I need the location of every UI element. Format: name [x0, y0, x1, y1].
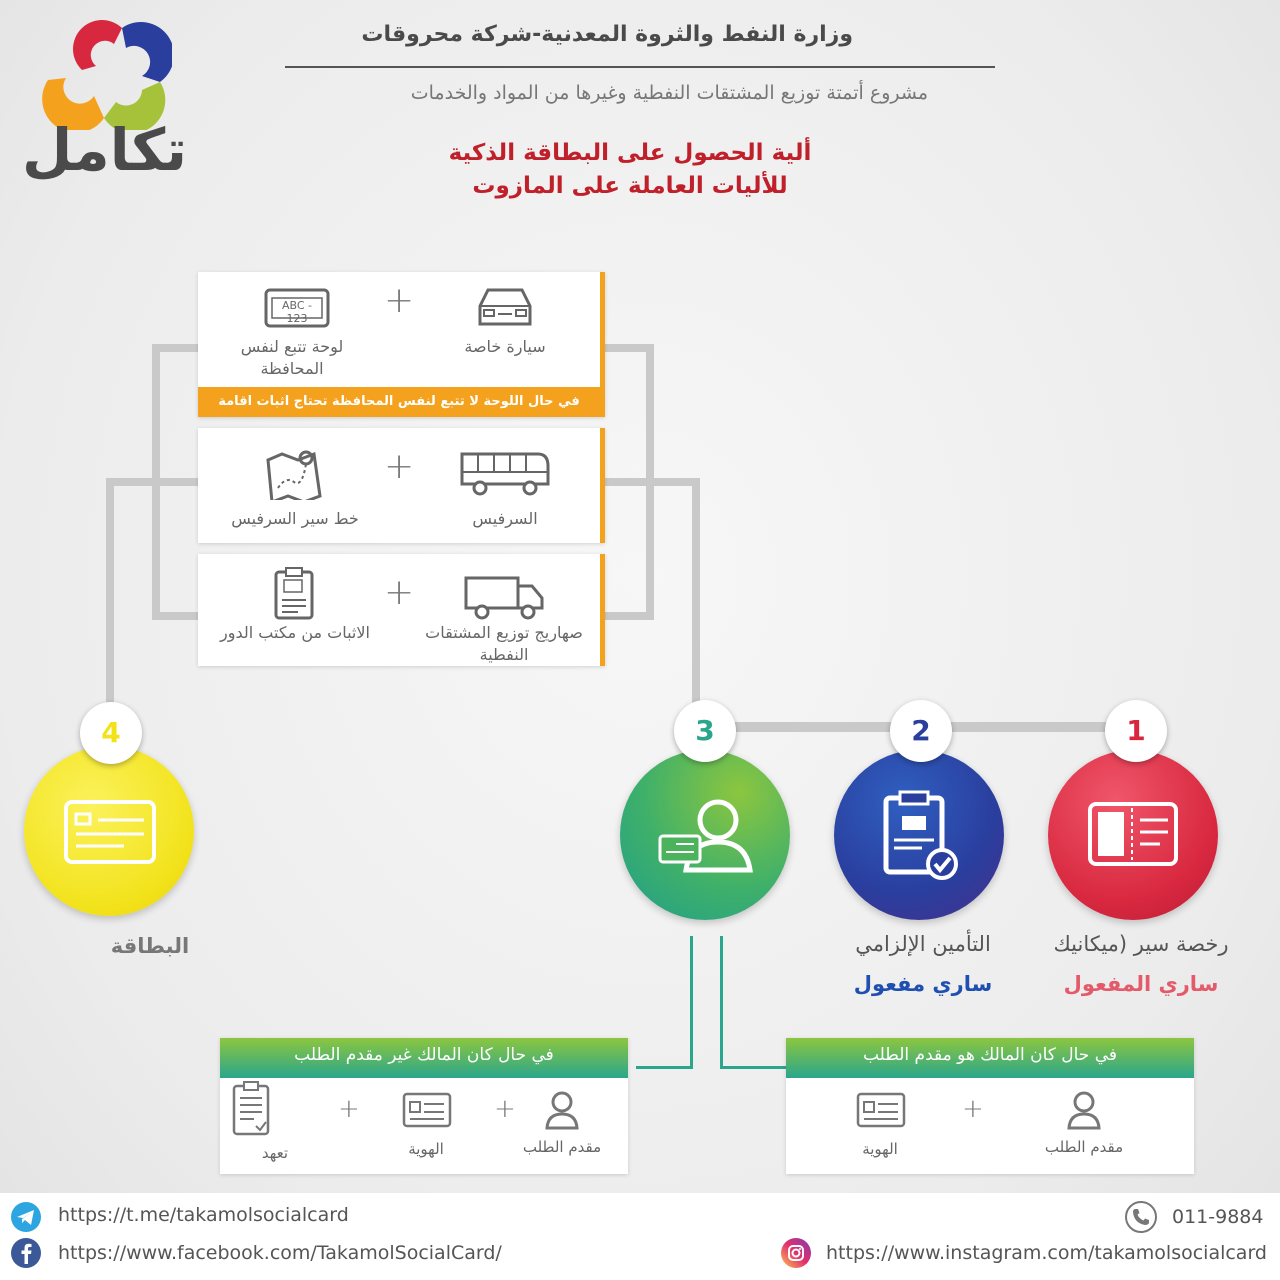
connector — [106, 478, 114, 708]
clipboard-document-icon — [274, 567, 314, 620]
office-proof-label: الاثبات من مكتب الدور — [220, 623, 370, 642]
user-icon — [545, 1091, 579, 1130]
project-subtitle: مشروع أتمتة توزيع المشتقات النفطية وغيره… — [410, 82, 928, 104]
id-card-icon — [856, 1092, 906, 1128]
tanker-card — [198, 554, 605, 666]
plate-same-governorate-label: لوحة تتبع لنفس المحافظة — [240, 337, 344, 378]
connector — [106, 478, 198, 486]
owner-is-applicant-title: في حال كان المالك هو مقدم الطلب — [786, 1038, 1194, 1078]
plus-sign: + — [494, 1094, 516, 1124]
logo-text: تكامل — [22, 116, 187, 184]
connector — [604, 478, 700, 486]
step-2-label: التأمين الإلزامي — [855, 932, 991, 956]
connector — [690, 936, 693, 1068]
route-map-icon — [266, 450, 322, 500]
ministry-title: وزارة النفط والثروة المعدنية-شركة محروقا… — [361, 22, 853, 47]
id-label: الهوية — [408, 1140, 444, 1158]
insurance-document-icon — [883, 790, 958, 880]
instagram-link[interactable]: https://www.instagram.com/takamolsocialc… — [826, 1242, 1267, 1264]
step-1-circle — [1048, 750, 1218, 920]
step-2-validity: ساري مفعول — [853, 972, 993, 996]
residence-proof-note: في حال اللوحة لا تتبع لنفس المحافظة تحتا… — [198, 387, 600, 417]
step-3-badge: 3 — [674, 700, 736, 762]
phone-icon — [1125, 1201, 1157, 1233]
main-title-line2: للأليات العاملة على المازوت — [472, 173, 788, 199]
plus-sign: + — [962, 1094, 984, 1124]
step-4-circle — [24, 746, 194, 916]
telegram-icon[interactable] — [10, 1201, 42, 1233]
connector — [152, 344, 198, 352]
facebook-icon[interactable] — [10, 1237, 42, 1269]
step-4-badge: 4 — [80, 702, 142, 764]
tanker-label: صهاريج توزيع المشتقات النفطية — [425, 623, 583, 664]
connector — [604, 612, 654, 620]
step-4-label: البطاقة — [110, 934, 190, 958]
phone-number: 011-9884 — [1172, 1206, 1264, 1228]
step-1-validity: ساري المفعول — [1063, 972, 1219, 996]
card-icon — [64, 800, 156, 864]
owner-not-applicant-title: في حال كان المالك غير مقدم الطلب — [220, 1038, 628, 1078]
license-plate-icon — [264, 288, 330, 328]
header-divider — [285, 66, 995, 68]
pledge-document-icon — [232, 1081, 270, 1136]
applicant-label: مقدم الطلب — [1044, 1138, 1124, 1156]
user-icon — [1067, 1091, 1101, 1130]
applicant-label: مقدم الطلب — [522, 1138, 602, 1156]
connector — [152, 612, 198, 620]
connector — [692, 478, 700, 706]
connector — [720, 1066, 786, 1069]
plus-sign: + — [384, 446, 415, 487]
footer — [0, 1193, 1280, 1280]
owner-not-applicant-panel: في حال كان المالك غير مقدم الطلب — [220, 1038, 628, 1174]
step-1-badge: 1 — [1105, 700, 1167, 762]
driving-license-icon — [1088, 802, 1178, 866]
owner-is-applicant-panel: في حال كان المالك هو مقدم الطلب — [786, 1038, 1194, 1174]
service-bus-label: السرفيس — [472, 509, 538, 528]
step-2-circle — [834, 750, 1004, 920]
bus-icon — [460, 452, 550, 496]
telegram-link[interactable]: https://t.me/takamolsocialcard — [58, 1204, 349, 1226]
instagram-icon[interactable] — [780, 1237, 812, 1269]
connector — [636, 1066, 693, 1069]
applicant-id-icon — [658, 799, 753, 873]
truck-icon — [464, 576, 544, 620]
id-card-icon — [402, 1092, 452, 1128]
plate-text: ABC - 123 — [281, 299, 313, 325]
pledge-label: تعهد — [261, 1144, 289, 1162]
step-1-label: رخصة سير (ميكانيك — [1053, 932, 1229, 956]
private-car-label: سيارة خاصة — [464, 337, 546, 356]
step-2-badge: 2 — [890, 700, 952, 762]
takamol-logo-mark — [42, 20, 172, 130]
id-label: الهوية — [862, 1140, 898, 1158]
facebook-link[interactable]: https://www.facebook.com/TakamolSocialCa… — [58, 1242, 502, 1264]
service-route-label: خط سير السرفيس — [231, 509, 359, 528]
car-icon — [478, 288, 532, 326]
connector — [720, 936, 723, 1068]
connector — [604, 344, 654, 352]
plus-sign: + — [338, 1094, 360, 1124]
plus-sign: + — [384, 572, 415, 613]
main-title-line1: ألية الحصول على البطاقة الذكية — [448, 140, 812, 166]
plus-sign: + — [384, 280, 415, 321]
